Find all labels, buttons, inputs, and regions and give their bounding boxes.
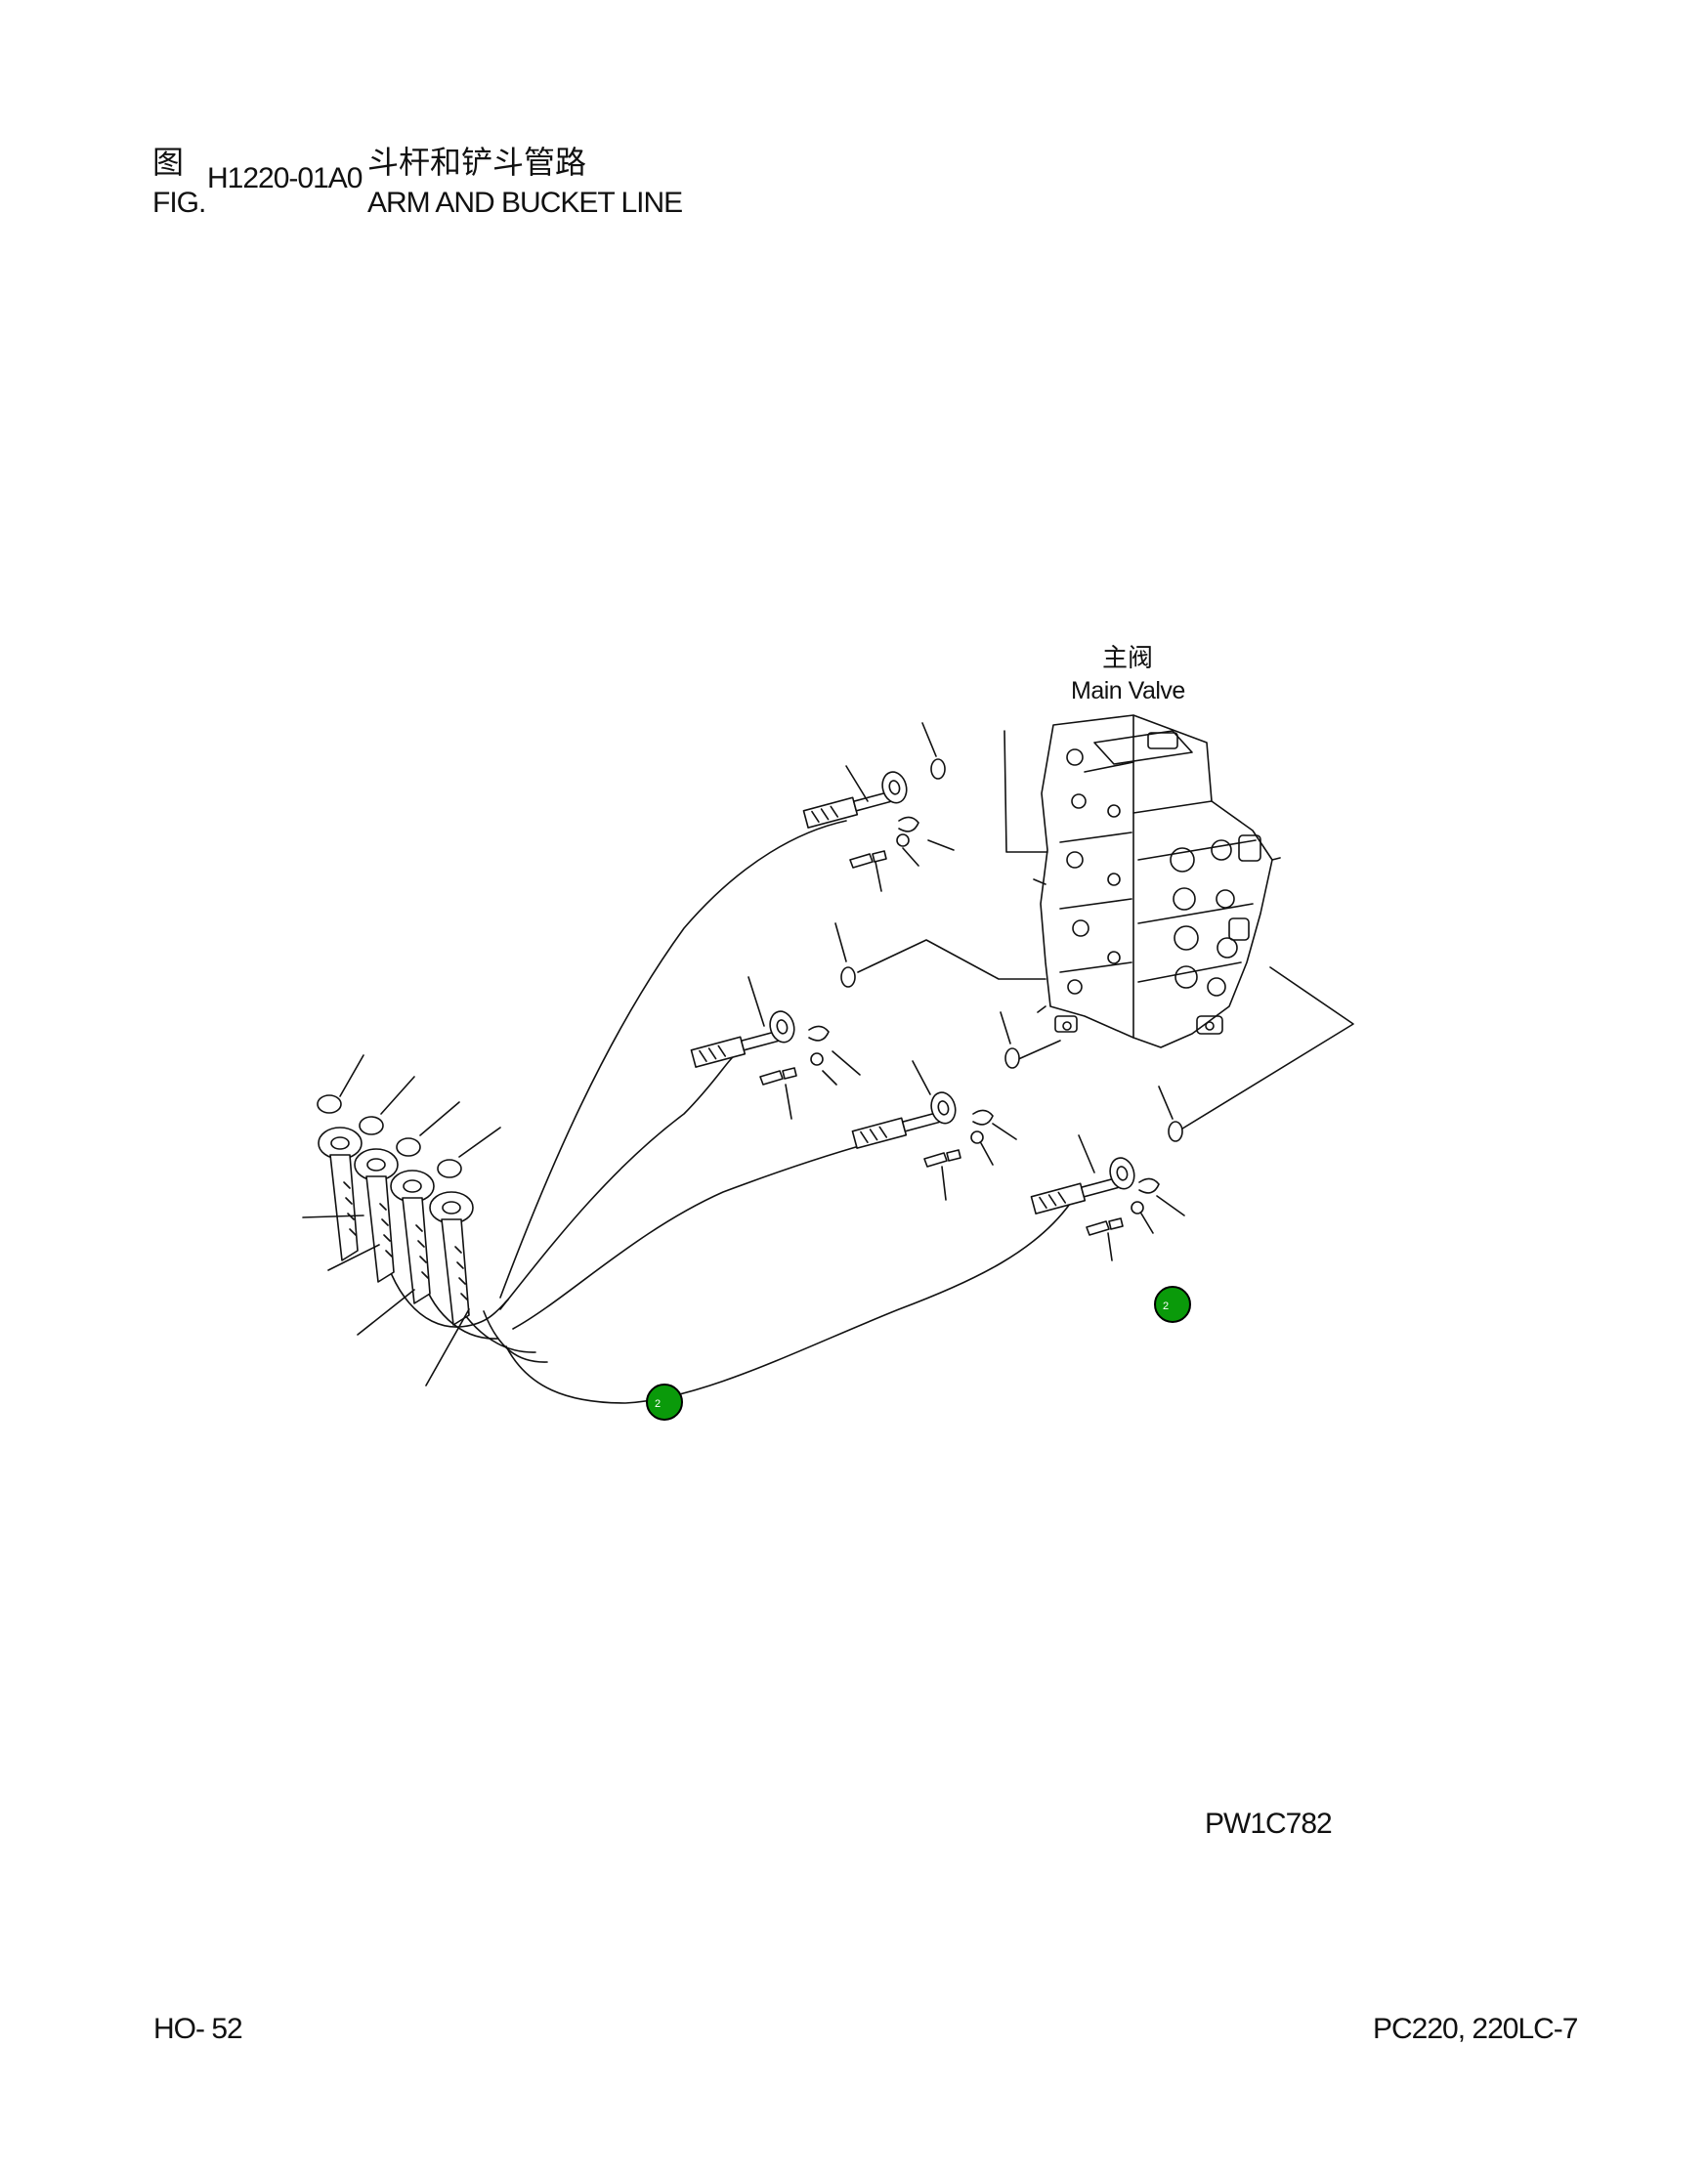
figure-number: H1220-01A0 [207, 162, 363, 194]
fig-label-cn: 图 [152, 145, 185, 180]
model-name: PC220, 220LC-7 [1373, 2013, 1578, 2045]
callout-badge-number: 2 [1163, 1300, 1169, 1312]
left-fitting-group [317, 1094, 474, 1326]
callout-badge: 2 [646, 1384, 683, 1421]
main-valve-label-en: Main Valve [1071, 677, 1185, 704]
drawing-code: PW1C782 [1205, 1808, 1333, 1840]
callout-badge: 2 [1154, 1286, 1191, 1323]
fig-label-en: FIG. [152, 187, 206, 219]
page-number: HO- 52 [153, 2013, 243, 2045]
figure-title-cn: 斗杆和铲斗管路 [367, 145, 587, 180]
main-valve-block [1033, 714, 1281, 1048]
callout-badge-number: 2 [655, 1398, 661, 1410]
main-valve-label-cn: 主阀 [1102, 643, 1154, 672]
figure-title-en: ARM AND BUCKET LINE [367, 187, 683, 219]
